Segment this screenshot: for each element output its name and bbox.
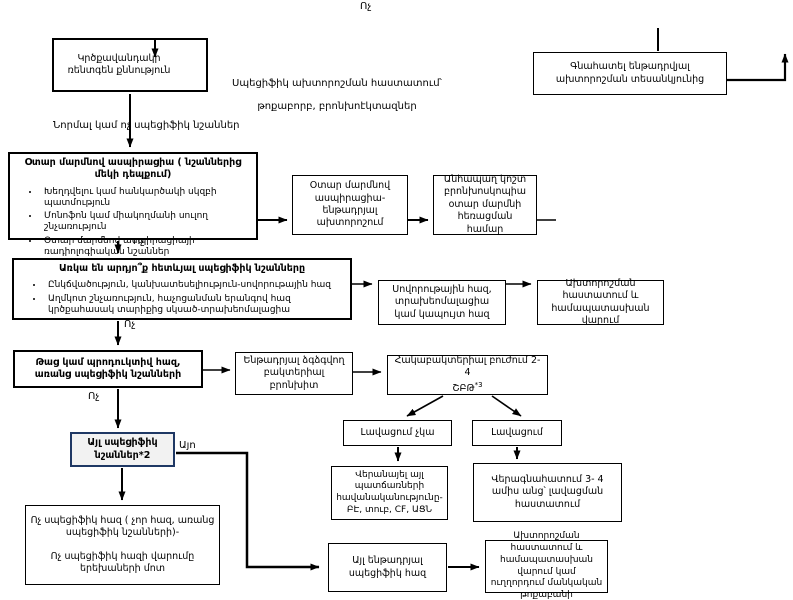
antibacterial-weeks: ՇԲԹ	[452, 382, 475, 394]
specific-signs-bullet-2: Աղմկոտ շնչառություն, հաչոցանման երանգով …	[44, 294, 346, 317]
box-dx-confirm-or-refer-text: Ախտորոշման հաստատում և համապատասխան վարո…	[490, 531, 603, 600]
specific-signs-bullet-list: Ընկճվածություն, կանխատեսելիություն-սովոր…	[18, 280, 346, 318]
box-chest-xray-text: Կրծքավանդակի ռենտգեն քննություն	[67, 52, 171, 76]
box-fb-suspected: Օտար մարմնով ասպիրացիա- ենթադրյալ ախտորո…	[292, 175, 408, 235]
box-other-specific-signs: Այլ սպեցիֆիկ նշաններ*2	[70, 432, 175, 467]
box-rigid-bronchoscopy-text: Անհապաղ կոշտ բրոնխոսկոպիա օտար մարմնի հե…	[443, 174, 527, 235]
nonspecific-cough-line2: Ոչ սպեցիֆիկ հազի վարումը երեխաների մոտ	[50, 550, 195, 574]
label-yes: Այո	[179, 440, 196, 451]
fb-bullet-1: Խեղդվելու կամ հանկարծակի սկզբի պատմությո…	[40, 187, 252, 210]
box-protracted-bronchitis-text: Ենթադրյալ ձգձգվող բակտերիալ բրոնխիտ	[243, 354, 345, 391]
box-nonspecific-cough: Ոչ սպեցիֆիկ հազ ( չոր հազ, առանց սպեցիֆի…	[25, 505, 220, 585]
box-dx-confirm-or-refer: Ախտորոշման հաստատում և համապատասխան վարո…	[485, 531, 608, 600]
box-antibacterial-treatment: Հակաբակտերիալ բուժում 2-4 ՇԲԹ*3	[387, 355, 548, 395]
box-reassess-text: Վերագնահատում 3- 4 ամիս անց՝ լավացման հա…	[491, 473, 604, 510]
box-wet-cough: Թաց կամ պրոդուկտիվ հազ, առանց սպեցիֆիկ ն…	[13, 350, 203, 388]
box-other-specific-signs-text: Այլ սպեցիֆիկ նշաններ*2	[76, 437, 169, 462]
box-dx-confirm-manage-text: Ախտորոշման հաստատում և համապատասխան վարո…	[551, 277, 650, 326]
box-rigid-bronchoscopy: Անհապաղ կոշտ բրոնխոսկոպիա օտար մարմնի հե…	[433, 174, 537, 235]
label-no-top: Ոչ	[360, 1, 372, 12]
specific-dx-text-line1: Սպեցիֆիկ ախտորոշման հաստատում՝	[232, 78, 442, 89]
antibacterial-line1: Հակաբակտերիալ բուժում 2-4	[394, 354, 541, 379]
box-other-suspected-specific-text: Այլ ենթադրյալ սպեցիֆիկ հազ	[348, 555, 427, 579]
box-no-improvement-text: Լավացում չկա	[360, 426, 435, 438]
fb-bullet-3: Օտար մարմնով ասպիրացիայի ռադիոլոգիական ն…	[40, 236, 252, 259]
nonspecific-cough-line1: Ոչ սպեցիֆիկ հազ ( չոր հազ, առանց սպեցիֆի…	[30, 514, 215, 539]
box-protracted-bronchitis: Ենթադրյալ ձգձգվող բակտերիալ բրոնխիտ	[235, 352, 353, 395]
box-dx-confirm-manage: Ախտորոշման հաստատում և համապատասխան վարո…	[537, 277, 664, 326]
specific-dx-text-line2: թոքաբորբ, բրոնխոէկտազներ	[257, 101, 417, 112]
box-fb-aspiration-signs: Օտար մարմնով ասպիրացիա ( նշաններից մեկի …	[8, 152, 258, 257]
box-habit-cough-text: Սովորութային հազ, տրախեոմալացիա կամ կապո…	[392, 283, 492, 320]
antibacterial-line2: ՇԲԹ*3	[392, 381, 543, 396]
box-specific-signs-question: Առկա են արդյո՞ք հետևյալ սպեցիֆիկ նշաններ…	[12, 258, 352, 320]
box-reassess: Վերագնահատում 3- 4 ամիս անց՝ լավացման հա…	[473, 463, 622, 522]
other-specific-signs-label: Այլ սպեցիֆիկ նշաններ	[87, 437, 158, 461]
box-no-improvement: Լավացում չկա	[343, 420, 452, 446]
fb-bullet-2: Մոնոֆոն կամ միակողմանի սուլող շնչառությո…	[40, 211, 252, 234]
box-fb-aspiration-title: Օտար մարմնով ասպիրացիա ( նշաններից մեկի …	[24, 157, 242, 181]
box-fb-suspected-text: Օտար մարմնով ասպիրացիա- ենթադրյալ ախտորո…	[309, 180, 391, 229]
box-improvement-text: Լավացում	[491, 426, 543, 438]
label-no-specific-signs: Ոչ	[124, 319, 136, 330]
label-no-fb-signs: Ոչ	[133, 236, 145, 247]
label-normal-or-nonspecific: Նորմալ կամ ոչ սպեցիֆիկ նշաններ	[53, 120, 240, 131]
specific-signs-bullet-1: Ընկճվածություն, կանխատեսելիություն-սովոր…	[44, 280, 346, 291]
antibacterial-footnote-marker: *3	[474, 380, 483, 389]
box-evaluate-suspected-dx: Գնահատել ենթադրվյալ ախտորոշման տեսանկյու…	[533, 52, 727, 95]
label-no-wet-cough: Ոչ	[88, 391, 100, 402]
box-specific-signs-title: Առկա են արդյո՞ք հետևյալ սպեցիֆիկ նշաններ…	[58, 263, 306, 274]
box-other-suspected-specific: Այլ ենթադրյալ սպեցիֆիկ հազ	[328, 543, 447, 592]
box-improvement: Լավացում	[472, 420, 562, 446]
box-evaluate-suspected-dx-text: Գնահատել ենթադրվյալ ախտորոշման տեսանկյու…	[555, 61, 705, 85]
box-review-other-causes: Վերանայել այլ պատճառների հավանականությու…	[331, 466, 448, 520]
box-habit-cough: Սովորութային հազ, տրախեոմալացիա կամ կապո…	[378, 280, 506, 325]
box-review-other-causes-text: Վերանայել այլ պատճառների հավանականությու…	[336, 469, 443, 515]
box-wet-cough-text: Թաց կամ պրոդուկտիվ հազ, առանց սպեցիֆիկ ն…	[34, 356, 182, 380]
box-chest-xray: Կրծքավանդակի ռենտգեն քննություն	[52, 38, 208, 92]
fb-aspiration-bullet-list: Խեղդվելու կամ հանկարծակի սկզբի պատմությո…	[14, 187, 252, 261]
other-specific-signs-footnote-marker: *2	[138, 449, 151, 461]
